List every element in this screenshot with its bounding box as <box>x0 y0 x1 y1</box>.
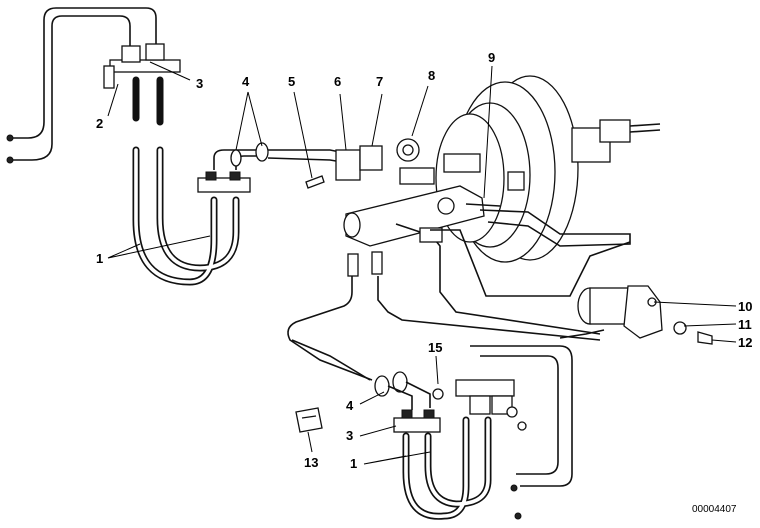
upper-hose-fittings <box>197 142 269 193</box>
lower-hose-fittings <box>374 371 441 433</box>
callout-9: 9 <box>488 50 495 65</box>
reference-number: 00004407 <box>692 504 737 515</box>
callout-labels: 1 2 3 4 5 6 7 8 9 10 11 12 15 4 3 13 1 0… <box>96 50 752 515</box>
callout-11: 11 <box>738 317 752 332</box>
upper-hose-bracket <box>103 43 181 89</box>
master-cylinder <box>343 153 631 247</box>
callout-6: 6 <box>334 74 341 89</box>
callout-15: 15 <box>428 340 442 355</box>
upper-brake-hoses <box>132 76 240 286</box>
callout-4-upper: 4 <box>242 74 250 89</box>
callout-4-lower: 4 <box>346 398 354 413</box>
callout-1-lower: 1 <box>350 456 357 471</box>
master-cylinder-lines <box>287 223 631 381</box>
leader-lines <box>107 61 737 465</box>
callout-3-lower: 3 <box>346 428 353 443</box>
callout-5: 5 <box>288 74 295 89</box>
lower-hose-bracket <box>432 379 527 431</box>
callout-8: 8 <box>428 68 435 83</box>
callout-7: 7 <box>376 74 383 89</box>
callout-1-upper: 1 <box>96 251 103 266</box>
callout-12: 12 <box>738 335 752 350</box>
callout-13: 13 <box>304 455 318 470</box>
callout-2: 2 <box>96 116 103 131</box>
lower-lines <box>291 339 573 520</box>
small-parts-row <box>305 138 420 189</box>
upper-left-brake-lines <box>6 7 157 164</box>
hose-clip-13 <box>295 407 323 433</box>
lower-brake-hoses <box>402 416 492 520</box>
callout-3-upper: 3 <box>196 76 203 91</box>
pressure-regulator <box>559 285 713 345</box>
callout-10: 10 <box>738 299 752 314</box>
